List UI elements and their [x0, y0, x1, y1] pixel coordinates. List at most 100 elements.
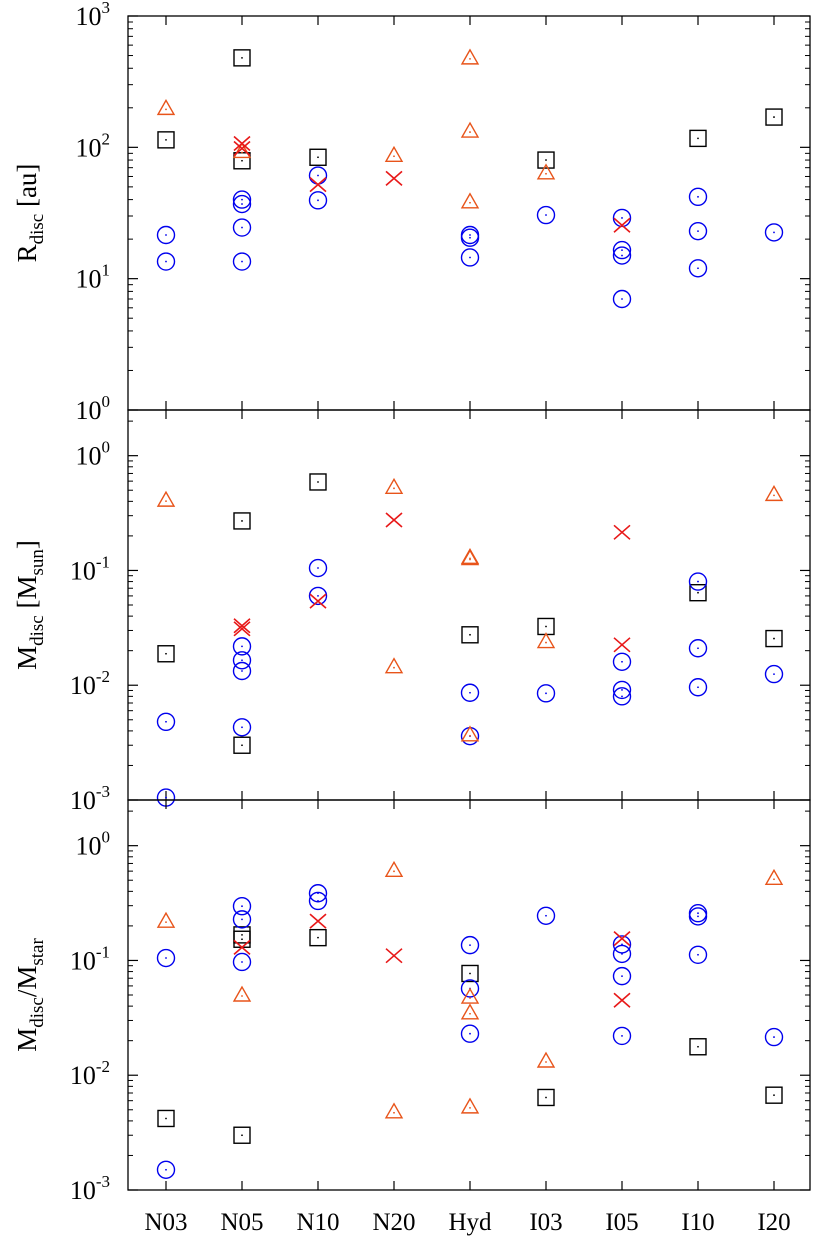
marker-center-dot [241, 659, 243, 662]
circle-marker [612, 935, 632, 954]
triangle-marker [384, 477, 404, 495]
marker-center-dot [469, 236, 471, 239]
marker-center-dot [241, 56, 243, 59]
marker-center-dot [697, 912, 699, 915]
tick-base: 10 [70, 946, 96, 975]
y-label-subscript: disc [27, 997, 48, 1028]
tick-base: 10 [70, 1061, 96, 1090]
circle-marker [612, 240, 632, 260]
triangle-marker [764, 484, 784, 502]
panel-frame [127, 15, 811, 411]
triangle-marker [460, 987, 480, 1004]
square-marker [309, 148, 327, 166]
triangle-marker [460, 121, 480, 138]
tick-exponent: -3 [96, 782, 110, 801]
marker-center-dot [241, 203, 243, 205]
marker-center-dot [241, 933, 243, 936]
marker-center-dot [165, 796, 167, 799]
y-tick-label: 10-1 [70, 552, 110, 585]
tick-base: 10 [76, 133, 102, 162]
triangle-marker [460, 1097, 480, 1114]
cross-marker [233, 140, 251, 157]
marker-center-dot [317, 595, 319, 597]
circle-marker [232, 190, 252, 209]
cross-marker [613, 637, 631, 653]
y-tick-label: 10-2 [70, 1057, 110, 1090]
marker-center-dot [393, 870, 395, 873]
triangle-marker [536, 632, 556, 649]
circle-marker [232, 252, 252, 271]
marker-center-dot [317, 481, 319, 483]
circle-marker [232, 896, 252, 916]
y-axis-label: Mdisc/Mstar [12, 938, 48, 1052]
marker-center-dot [545, 159, 547, 161]
marker-center-dot [773, 231, 775, 234]
triangle-marker [460, 1003, 480, 1020]
y-axis-label: Rdisc [au] [12, 164, 48, 263]
circle-marker [156, 252, 176, 271]
triangle-marker [460, 549, 480, 566]
square-marker [157, 645, 175, 663]
y-label-main: M [12, 1028, 42, 1052]
marker-center-dot [165, 138, 167, 141]
marker-center-dot [621, 298, 623, 300]
marker-center-dot [621, 254, 623, 257]
circle-marker [612, 1026, 632, 1046]
marker-center-dot [241, 260, 243, 263]
square-marker [689, 583, 707, 602]
y-tick-label: 10-3 [70, 1172, 110, 1205]
square-marker [157, 1109, 175, 1128]
y-tick-label: 10-1 [70, 942, 110, 975]
marker-center-dot [621, 217, 623, 219]
marker-center-dot [241, 226, 243, 229]
circle-marker [460, 979, 480, 998]
square-marker [689, 1038, 707, 1056]
marker-center-dot [697, 686, 699, 689]
circle-marker [688, 259, 708, 278]
tick-exponent: 0 [102, 828, 111, 847]
circle-marker [308, 558, 328, 578]
marker-center-dot [317, 156, 319, 159]
marker-center-dot [165, 1168, 167, 1171]
circle-marker [232, 718, 252, 737]
marker-center-dot [621, 975, 623, 978]
circle-marker [232, 194, 252, 214]
circle-marker [688, 907, 708, 926]
marker-center-dot [469, 201, 471, 204]
circle-marker [688, 945, 708, 965]
circle-marker [612, 966, 632, 986]
square-marker [157, 131, 175, 149]
marker-center-dot [545, 692, 547, 695]
marker-center-dot [621, 689, 623, 691]
panel-frame [127, 409, 811, 801]
circle-marker [460, 935, 480, 955]
marker-center-dot [469, 1106, 471, 1109]
cross-marker [613, 217, 631, 233]
marker-center-dot [697, 267, 699, 270]
marker-center-dot [241, 670, 243, 672]
circle-marker [688, 572, 708, 591]
marker-center-dot [697, 230, 699, 233]
marker-center-dot [697, 647, 699, 650]
x-category-label: Hyd [448, 1209, 492, 1236]
marker-center-dot [165, 652, 167, 655]
marker-center-dot [697, 591, 699, 594]
tick-base: 10 [70, 671, 96, 700]
marker-center-dot [469, 57, 471, 60]
cross-marker [309, 593, 327, 609]
marker-center-dot [773, 1094, 775, 1097]
marker-center-dot [165, 720, 167, 723]
circle-marker [308, 191, 328, 210]
circle-marker [460, 683, 480, 702]
triangle-marker [460, 192, 480, 209]
marker-center-dot [165, 234, 167, 236]
circle-marker [232, 952, 252, 972]
x-category-label: N10 [296, 1209, 339, 1236]
circle-marker [764, 223, 784, 242]
circle-marker [688, 187, 708, 207]
cross-marker [613, 931, 631, 947]
x-category-label: I10 [681, 1209, 714, 1236]
marker-center-dot [697, 580, 699, 583]
tick-base: 10 [76, 442, 102, 471]
